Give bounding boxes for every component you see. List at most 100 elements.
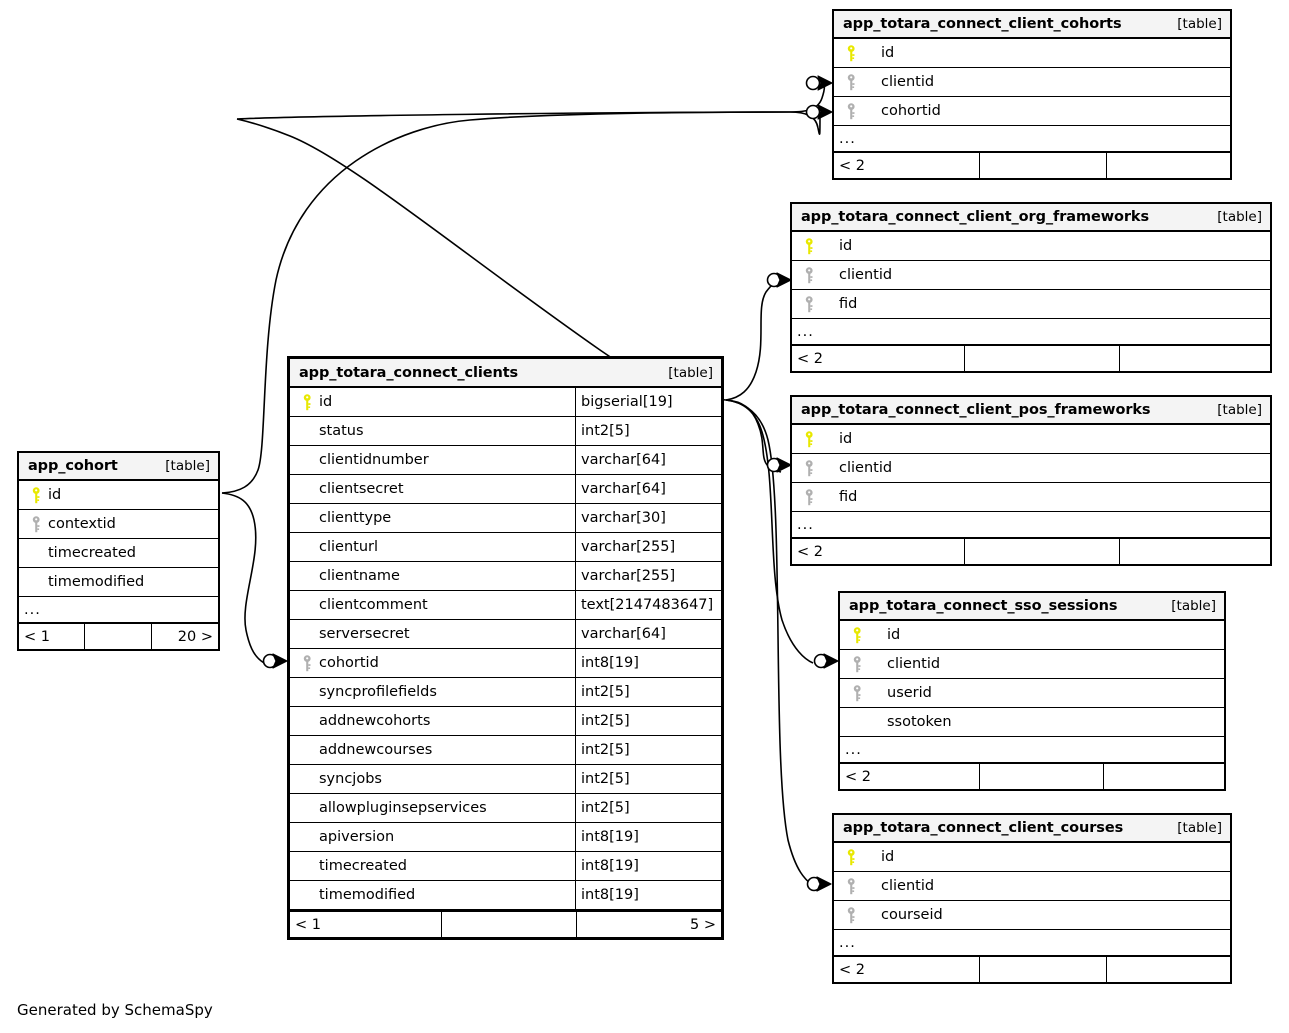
column-type: int2[5] (575, 707, 721, 735)
edge-endpoint-circle (813, 653, 829, 669)
column-type: varchar[30] (575, 504, 721, 532)
column-row[interactable]: addnewcohorts int2[5] (290, 707, 721, 736)
column-row[interactable]: addnewcourses int2[5] (290, 736, 721, 765)
edge-endpoint-circle (805, 104, 821, 120)
edge-clients-to-pos-frameworks (725, 399, 782, 473)
column-row[interactable]: id (19, 481, 218, 510)
column-row[interactable]: clientsecret varchar[64] (290, 475, 721, 504)
column-name: fid (839, 296, 858, 312)
footer-parents-count[interactable]: < 2 (792, 346, 965, 371)
column-row[interactable]: clientname varchar[255] (290, 562, 721, 591)
foreign-key-icon (841, 102, 863, 120)
footer-parents-count[interactable]: < 2 (840, 764, 980, 789)
table-app-totara-connect-client-courses[interactable]: app_totara_connect_client_courses [table… (832, 813, 1232, 984)
crowsfoot-marker (776, 272, 792, 288)
column-type: int2[5] (575, 678, 721, 706)
column-row[interactable]: clientid (840, 650, 1224, 679)
footer-parents-count[interactable]: < 2 (834, 153, 980, 178)
column-row[interactable]: timemodified int8[19] (290, 881, 721, 910)
table-app-totara-connect-clients[interactable]: app_totara_connect_clients [table] id bi… (287, 356, 724, 940)
column-row[interactable]: clienttype varchar[30] (290, 504, 721, 533)
column-row[interactable]: clientid (834, 68, 1230, 97)
table-app-totara-connect-client-pos-frameworks[interactable]: app_totara_connect_client_pos_frameworks… (790, 395, 1272, 566)
column-type: varchar[255] (575, 533, 721, 561)
column-row[interactable]: cohortid (834, 97, 1230, 126)
column-name: cohortid (881, 103, 941, 119)
column-row[interactable]: syncjobs int2[5] (290, 765, 721, 794)
column-type: int8[19] (575, 649, 721, 677)
footer-children-count[interactable]: 20 > (177, 628, 213, 645)
column-row[interactable]: id (834, 39, 1230, 68)
column-row[interactable]: id bigserial[19] (290, 388, 721, 417)
column-type: bigserial[19] (575, 388, 721, 416)
table-type-tag: [table] (165, 458, 210, 474)
column-name: status (319, 423, 364, 439)
column-row[interactable]: courseid (834, 901, 1230, 930)
column-row[interactable]: ssotoken (840, 708, 1224, 737)
footer-parents-count[interactable]: < 1 (290, 912, 442, 937)
column-row[interactable]: clientid (792, 261, 1270, 290)
table-title: app_totara_connect_client_pos_frameworks (801, 402, 1151, 418)
column-row[interactable]: userid (840, 679, 1224, 708)
column-name: serversecret (319, 626, 410, 642)
column-type: varchar[255] (575, 562, 721, 590)
column-row[interactable]: timecreated (19, 539, 218, 568)
column-name: clientid (839, 267, 893, 283)
column-row[interactable]: fid (792, 290, 1270, 319)
column-row[interactable]: contextid (19, 510, 218, 539)
footer-children-count[interactable]: 5 > (690, 916, 716, 933)
table-app-cohort[interactable]: app_cohort [table] id contextid timecr (17, 451, 220, 651)
footer-parents-count[interactable]: < 2 (834, 957, 980, 982)
foreign-key-icon (799, 266, 821, 284)
foreign-key-icon (847, 655, 869, 673)
column-row[interactable]: clientid (834, 872, 1230, 901)
column-row[interactable]: serversecret varchar[64] (290, 620, 721, 649)
column-type: int2[5] (575, 736, 721, 764)
column-type: varchar[64] (575, 475, 721, 503)
column-row[interactable]: status int2[5] (290, 417, 721, 446)
column-row[interactable]: id (840, 621, 1224, 650)
table-app-totara-connect-client-org-frameworks[interactable]: app_totara_connect_client_org_frameworks… (790, 202, 1272, 373)
column-row[interactable]: clienturl varchar[255] (290, 533, 721, 562)
footer-parents-count[interactable]: < 2 (792, 539, 965, 564)
column-row[interactable]: clientid (792, 454, 1270, 483)
column-row[interactable]: clientidnumber varchar[64] (290, 446, 721, 475)
column-row[interactable]: fid (792, 483, 1270, 512)
table-type-tag: [table] (1177, 16, 1222, 32)
column-row[interactable]: id (834, 843, 1230, 872)
footer-parents-count[interactable]: < 1 (19, 624, 86, 649)
column-row[interactable]: clientcomment text[2147483647] (290, 591, 721, 620)
table-app-totara-connect-client-cohorts[interactable]: app_totara_connect_client_cohorts [table… (832, 9, 1232, 180)
table-header: app_totara_connect_sso_sessions [table] (840, 593, 1224, 621)
primary-key-icon (841, 44, 863, 62)
column-name: contextid (48, 516, 116, 532)
column-row[interactable]: timemodified (19, 568, 218, 597)
foreign-key-icon (799, 488, 821, 506)
footer-center (980, 153, 1107, 178)
footer-center (442, 912, 577, 937)
column-row[interactable]: timecreated int8[19] (290, 852, 721, 881)
footer-center (965, 539, 1120, 564)
foreign-key-icon (841, 73, 863, 91)
column-row[interactable]: apiversion int8[19] (290, 823, 721, 852)
table-footer: < 1 20 > (19, 623, 218, 649)
table-title: app_cohort (28, 458, 118, 474)
column-name: addnewcohorts (319, 713, 431, 729)
footer-center (85, 624, 152, 649)
primary-key-icon (297, 393, 319, 411)
column-row[interactable]: cohortid int8[19] (290, 649, 721, 678)
foreign-key-icon (26, 515, 48, 533)
table-header: app_totara_connect_client_org_frameworks… (792, 204, 1270, 232)
column-type: varchar[64] (575, 446, 721, 474)
column-name: clientid (887, 656, 941, 672)
column-row[interactable]: syncprofilefields int2[5] (290, 678, 721, 707)
table-app-totara-connect-sso-sessions[interactable]: app_totara_connect_sso_sessions [table] … (838, 591, 1226, 791)
table-footer: < 2 (792, 345, 1270, 371)
primary-key-icon (847, 626, 869, 644)
more-columns-indicator: ... (19, 597, 218, 623)
column-row[interactable]: id (792, 425, 1270, 454)
column-row[interactable]: id (792, 232, 1270, 261)
column-row[interactable]: allowpluginsepservices int2[5] (290, 794, 721, 823)
foreign-key-icon (847, 684, 869, 702)
